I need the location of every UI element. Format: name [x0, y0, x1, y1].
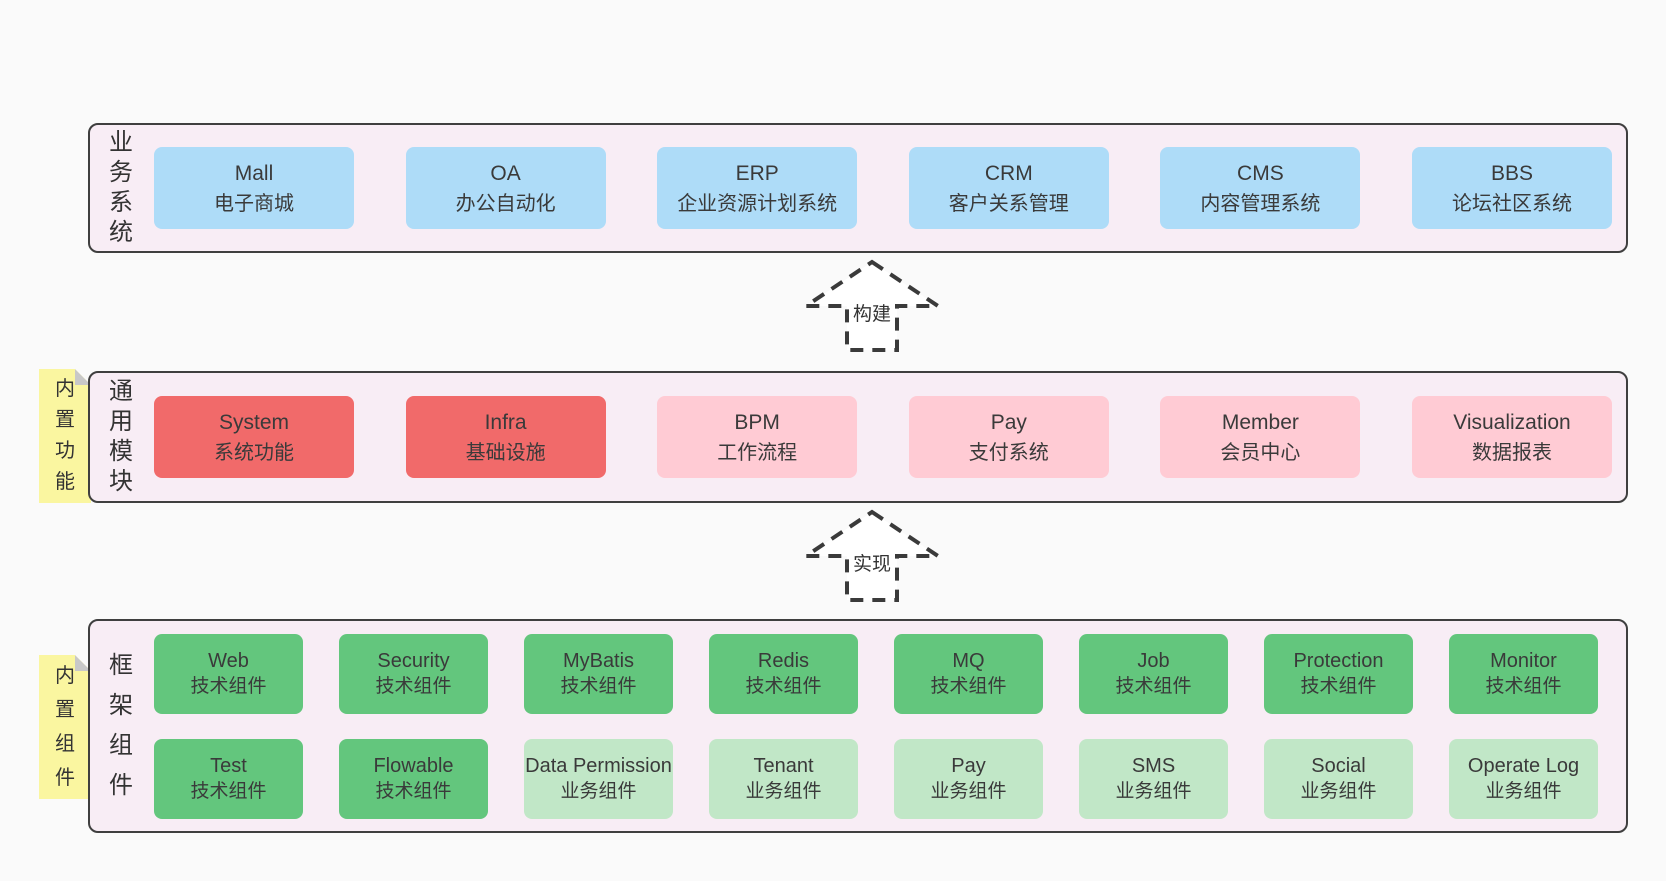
sticky-note-text: 内置组件 [55, 665, 75, 789]
sticky-note-builtin-features: 内置功能 [39, 369, 91, 503]
arrow-build-label: 构建 [849, 302, 895, 328]
box-social: Social 业务组件 [1264, 738, 1413, 819]
business-systems-layer: 业务系统 Mall 电子商城 OA 办公自动化 ERP 企业资源计划系统 CRM… [88, 123, 1628, 253]
layer-label-text: 框架组件 [109, 652, 133, 799]
framework-components-layer: 框架组件 Web 技术组件 Security 技术组件 MyBatis 技术组件… [88, 619, 1628, 833]
layer-label-modules: 通用模块 [90, 373, 152, 501]
box-job: Job 技术组件 [1079, 633, 1228, 714]
box-test: Test 技术组件 [154, 738, 303, 819]
box-system: System 系统功能 [154, 396, 354, 478]
box-redis: Redis 技术组件 [709, 633, 858, 714]
layer-label-text: 通用模块 [109, 378, 133, 495]
arrow-implement: 实现 [802, 509, 942, 603]
sticky-note-builtin-components: 内置组件 [39, 655, 91, 799]
box-flowable: Flowable 技术组件 [339, 738, 488, 819]
box-operate-log: Operate Log 业务组件 [1449, 738, 1598, 819]
layer-label-text: 业务系统 [109, 129, 133, 246]
box-bpm: BPM 工作流程 [657, 396, 858, 478]
arrow-build: 构建 [802, 259, 942, 353]
component-boxes-row-1: Web 技术组件 Security 技术组件 MyBatis 技术组件 Redi… [154, 633, 1598, 714]
layer-label-business: 业务系统 [90, 125, 152, 251]
arrow-implement-label: 实现 [849, 552, 895, 578]
box-mybatis: MyBatis 技术组件 [524, 633, 673, 714]
sticky-note-text: 内置功能 [55, 378, 75, 493]
box-monitor: Monitor 技术组件 [1449, 633, 1598, 714]
module-boxes-row: System 系统功能 Infra 基础设施 BPM 工作流程 Pay 支付系统… [152, 373, 1626, 501]
box-tenant: Tenant 业务组件 [709, 738, 858, 819]
box-member: Member 会员中心 [1160, 396, 1361, 478]
box-web: Web 技术组件 [154, 633, 303, 714]
box-mall: Mall 电子商城 [154, 147, 354, 229]
box-data-permission: Data Permission 业务组件 [524, 738, 673, 819]
box-bbs: BBS 论坛社区系统 [1411, 147, 1612, 229]
common-modules-layer: 通用模块 System 系统功能 Infra 基础设施 BPM 工作流程 Pay… [88, 371, 1628, 503]
box-security: Security 技术组件 [339, 633, 488, 714]
box-infra: Infra 基础设施 [405, 396, 606, 478]
box-crm: CRM 客户关系管理 [908, 147, 1109, 229]
box-mq: MQ 技术组件 [894, 633, 1043, 714]
component-boxes-row-2: Test 技术组件 Flowable 技术组件 Data Permission … [154, 738, 1598, 819]
box-erp: ERP 企业资源计划系统 [657, 147, 858, 229]
layer-label-components: 框架组件 [90, 621, 152, 831]
box-cms: CMS 内容管理系统 [1160, 147, 1361, 229]
box-sms: SMS 业务组件 [1079, 738, 1228, 819]
business-boxes-row: Mall 电子商城 OA 办公自动化 ERP 企业资源计划系统 CRM 客户关系… [152, 125, 1626, 251]
box-oa: OA 办公自动化 [405, 147, 606, 229]
box-protection: Protection 技术组件 [1264, 633, 1413, 714]
box-visualization: Visualization 数据报表 [1411, 396, 1612, 478]
box-pay: Pay 支付系统 [908, 396, 1109, 478]
component-boxes-grid: Web 技术组件 Security 技术组件 MyBatis 技术组件 Redi… [152, 621, 1626, 831]
box-pay-business: Pay 业务组件 [894, 738, 1043, 819]
